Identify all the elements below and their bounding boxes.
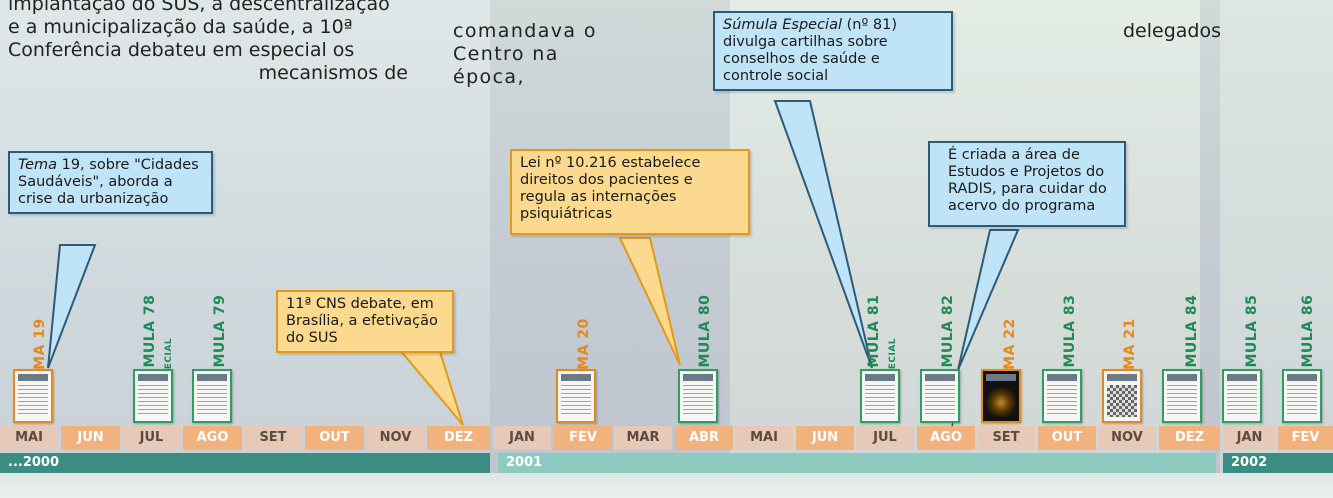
month-cell: MAR [614, 426, 672, 450]
callout-sumula-especial: Súmula Especial (nº 81) divulga cartilha… [713, 11, 953, 91]
callout-text: Lei nº 10.216 estabelece direitos dos pa… [520, 155, 701, 222]
middle-paragraph: comandava o Centro na época, [453, 20, 703, 89]
radis-callout-tail [957, 229, 1020, 371]
issue-cover[interactable] [192, 369, 232, 423]
paragraph-line: Centro na [453, 43, 559, 65]
month-cell: JAN [1223, 426, 1276, 450]
month-cell: MAI [735, 426, 793, 450]
month-strip: MAI JUN JUL AGO SET OUT NOV DEZ JAN FEV … [0, 426, 1333, 450]
paragraph-line: mecanismos de [258, 62, 408, 84]
paragraph-line: e a municipalização da saúde, a 10ª [8, 16, 353, 38]
callout-text: (nº 81) divulga cartilhas sobre conselho… [723, 17, 898, 84]
year-2000: ...2000 [0, 453, 490, 473]
tema19-callout-tail [47, 244, 97, 369]
month-cell: ABR [675, 426, 733, 450]
issue-cover[interactable] [981, 369, 1021, 423]
month-cell: SET [977, 426, 1035, 450]
month-cell: FEV [554, 426, 612, 450]
right-paragraph: delegados [1100, 20, 1221, 43]
issue-cover[interactable] [1282, 369, 1322, 423]
issue-cover[interactable] [13, 369, 53, 423]
month-cell: JUN [796, 426, 854, 450]
paragraph-line: comandava o [453, 20, 597, 42]
issue-cover[interactable] [920, 369, 960, 423]
month-cell: AGO [183, 426, 242, 450]
bottom-margin [0, 473, 1333, 498]
issue-cover[interactable] [1042, 369, 1082, 423]
callout-tema19: Tema 19, sobre "Cidades Saudáveis", abor… [8, 151, 213, 214]
month-cell: SET [244, 426, 302, 450]
issue-cover[interactable] [1102, 369, 1142, 423]
callout-lei: Lei nº 10.216 estabelece direitos dos pa… [510, 149, 750, 235]
callout-radis: É criada a área de Estudos e Projetos do… [928, 141, 1126, 227]
issue-cover[interactable] [1222, 369, 1262, 423]
paragraph-line: delegados [1122, 20, 1221, 42]
month-cell: JUL [122, 426, 181, 450]
cns11-callout-tail [397, 348, 464, 426]
callout-text: É criada a área de Estudos e Projetos do… [948, 147, 1107, 214]
issue-cover[interactable] [678, 369, 718, 423]
month-cell: DEZ [427, 426, 490, 450]
callout-text: 11ª CNS debate, em Brasília, a efetivaçã… [286, 296, 438, 346]
issue-cover[interactable] [556, 369, 596, 423]
month-cell: OUT [1038, 426, 1096, 450]
issue-cover[interactable] [133, 369, 173, 423]
month-cell: MAI [0, 426, 58, 450]
callout-text: 19, sobre "Cidades Saudáveis", aborda a … [18, 157, 199, 207]
month-cell: JAN [493, 426, 551, 450]
paragraph-line: Conferência debateu em especial os [8, 39, 355, 61]
sumula-especial-callout-tail [773, 100, 873, 369]
issue-cover[interactable] [1162, 369, 1202, 423]
callout-cns11: 11ª CNS debate, em Brasília, a efetivaçã… [276, 290, 454, 353]
issue-cover[interactable] [860, 369, 900, 423]
callout-italic: Tema [18, 157, 57, 173]
year-strip: ...2000 2001 2002 [0, 453, 1333, 473]
month-cell: NOV [366, 426, 425, 450]
month-cell: FEV [1278, 426, 1333, 450]
paragraph-line: implantação do SUS, a descentralização [8, 0, 390, 15]
year-2002: 2002 [1223, 453, 1333, 473]
month-cell: AGO [917, 426, 975, 450]
month-cell: OUT [305, 426, 364, 450]
year-2001: 2001 [498, 453, 1216, 473]
month-cell: NOV [1098, 426, 1156, 450]
month-cell: JUN [61, 426, 120, 450]
lei-callout-tail [618, 237, 681, 366]
intro-paragraph: implantação do SUS, a descentralização e… [8, 0, 408, 85]
callout-italic: Súmula Especial [723, 17, 842, 33]
month-cell: DEZ [1159, 426, 1220, 450]
paragraph-line: época, [453, 66, 525, 88]
month-cell: JUL [856, 426, 914, 450]
